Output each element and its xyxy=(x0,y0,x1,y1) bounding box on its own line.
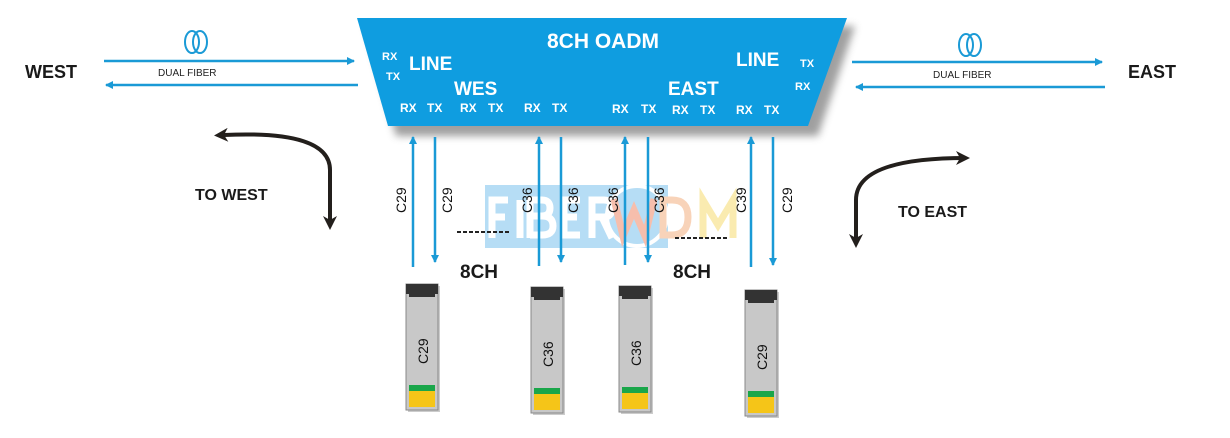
port-tx: TX xyxy=(488,101,503,115)
west-line-rx: RX xyxy=(382,51,398,63)
channel-label: C36 xyxy=(519,187,535,213)
east-line-label: LINE xyxy=(736,50,779,71)
to-west-label: TO WEST xyxy=(195,187,268,204)
port-rx: RX xyxy=(460,101,477,115)
west-label-outer: WEST xyxy=(25,62,77,82)
channel-label: C39 xyxy=(733,187,749,213)
channel-fibers xyxy=(409,136,777,267)
channel-count-label: 8CH xyxy=(460,262,498,283)
channel-label: C29 xyxy=(439,187,455,213)
oadm-title: 8CH OADM xyxy=(547,30,659,53)
channel-label: C29 xyxy=(779,187,795,213)
port-rx: RX xyxy=(524,101,541,115)
to-east-label: TO EAST xyxy=(898,204,967,221)
east-dual-fiber-label: DUAL FIBER xyxy=(933,70,992,81)
port-rx: RX xyxy=(612,102,629,116)
port-tx: TX xyxy=(641,102,656,116)
sfp-module: C36 xyxy=(618,285,653,414)
sfp-module: C29 xyxy=(405,283,440,412)
east-label-outer: EAST xyxy=(1128,62,1176,82)
fiber-coil-icon xyxy=(958,33,982,57)
east-label: EAST xyxy=(668,79,719,100)
module-label: C36 xyxy=(628,340,644,366)
oadm-box: 8CH OADM RX TX LINE WES EAST LINE TX RX … xyxy=(357,18,855,136)
port-tx: TX xyxy=(700,103,715,117)
port-rx: RX xyxy=(400,101,417,115)
watermark-logo xyxy=(485,184,737,248)
to-west-curved-arrow xyxy=(214,127,337,230)
port-tx: TX xyxy=(552,101,567,115)
port-rx: RX xyxy=(736,103,753,117)
channel-count-label: 8CH xyxy=(673,262,711,283)
port-tx: TX xyxy=(764,103,779,117)
sfp-module: C29 xyxy=(744,289,779,418)
west-label: WES xyxy=(454,79,497,100)
west-line-tx: TX xyxy=(386,71,401,83)
channel-label: C29 xyxy=(393,187,409,213)
port-rx: RX xyxy=(672,103,689,117)
sfp-module: C36 xyxy=(530,286,565,415)
west-dual-fiber-label: DUAL FIBER xyxy=(158,68,217,79)
west-line-label: LINE xyxy=(409,54,452,75)
module-label: C36 xyxy=(540,341,556,367)
channel-label: C36 xyxy=(565,187,581,213)
module-label: C29 xyxy=(754,344,770,370)
fiber-coil-icon xyxy=(184,30,208,54)
channel-label: C36 xyxy=(651,187,667,213)
east-line-tx: TX xyxy=(800,58,815,70)
port-tx: TX xyxy=(427,101,442,115)
to-east-curved-arrow xyxy=(849,151,970,248)
channel-label: C36 xyxy=(605,187,621,213)
module-label: C29 xyxy=(415,338,431,364)
east-line-rx: RX xyxy=(795,81,811,93)
